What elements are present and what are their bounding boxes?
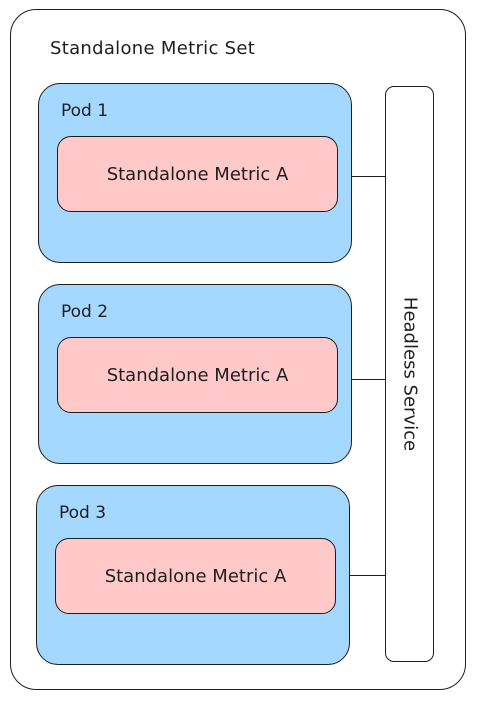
headless-service-label: Headless Service (399, 296, 420, 452)
pod-3-metric: Standalone Metric A (55, 538, 336, 614)
metric-set-title: Standalone Metric Set (50, 38, 256, 59)
pod-2: Pod 2 Standalone Metric A (38, 284, 352, 464)
connector-pod-1 (352, 176, 385, 177)
headless-service: Headless Service (385, 86, 434, 662)
connector-pod-2 (352, 379, 385, 380)
pod-2-label: Pod 2 (61, 302, 109, 322)
pod-2-metric: Standalone Metric A (57, 337, 338, 413)
pod-3: Pod 3 Standalone Metric A (36, 485, 350, 665)
pod-1: Pod 1 Standalone Metric A (38, 83, 352, 263)
pod-3-label: Pod 3 (59, 503, 107, 523)
pod-1-metric: Standalone Metric A (57, 136, 338, 212)
pod-1-label: Pod 1 (61, 101, 109, 121)
connector-pod-3 (350, 575, 385, 576)
